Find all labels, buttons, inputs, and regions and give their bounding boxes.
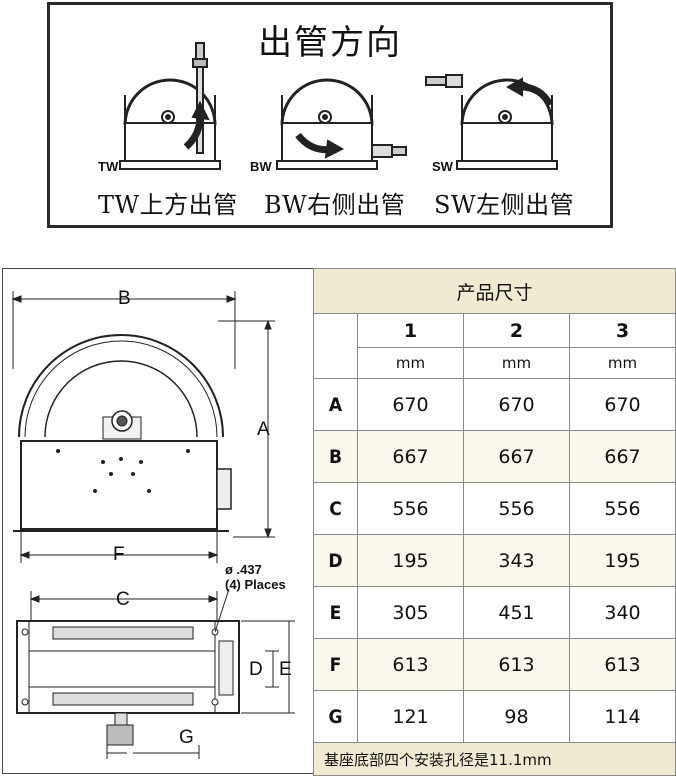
sw-code-label: SW — [432, 159, 453, 174]
table-row: F 613 613 613 — [313, 638, 676, 691]
table-row: A 670 670 670 — [313, 378, 676, 431]
row-label: D — [313, 534, 358, 587]
outlet-direction-title: 出管方向 — [258, 23, 402, 63]
sw-caption: SW左侧出管 — [434, 191, 575, 219]
column-header: 1 — [357, 313, 464, 348]
table-cell: 195 — [357, 534, 464, 587]
table-cell: 195 — [568, 534, 676, 587]
row-label: C — [313, 482, 358, 535]
table-cell: 121 — [357, 690, 464, 743]
sw-reel-icon — [425, 74, 558, 170]
bw-caption: BW右侧出管 — [264, 191, 406, 219]
table-cell: 670 — [463, 378, 570, 431]
table-row: B 667 667 667 — [313, 430, 676, 483]
table-cell: 667 — [568, 430, 676, 483]
table-cell: 670 — [568, 378, 676, 431]
table-cell: 667 — [463, 430, 570, 483]
table-footnote: 基座底部四个安装孔径是11.1mm — [312, 742, 676, 776]
table-cell: 667 — [357, 430, 464, 483]
dimension-label-f: F — [113, 544, 125, 565]
unit-label: mm — [568, 347, 676, 379]
dimension-label-e: E — [279, 659, 292, 680]
bw-reel-icon — [276, 78, 407, 170]
dimension-drawing-panel: B A F C D E G ø .437 (4) Places — [2, 268, 314, 774]
dimension-label-c: C — [116, 589, 130, 610]
outlet-direction-panel: 出管方向 — [47, 2, 613, 228]
outlet-reel-illustrations — [119, 42, 558, 170]
table-cell: 114 — [568, 690, 676, 743]
table-row: E 305 451 340 — [313, 586, 676, 639]
row-label: G — [313, 690, 358, 743]
reel-dimension-drawing — [11, 291, 295, 759]
row-label: F — [313, 638, 358, 691]
table-row: C 556 556 556 — [313, 482, 676, 535]
row-label: A — [313, 378, 358, 431]
table-cell: 613 — [463, 638, 570, 691]
mounting-hole-count: (4) Places — [225, 577, 286, 592]
bw-code-label: BW — [250, 159, 272, 174]
column-header: 3 — [568, 313, 676, 348]
table-title: 产品尺寸 — [312, 268, 676, 314]
table-row: G 121 98 114 — [313, 690, 676, 743]
mounting-hole-diameter: ø .437 — [225, 562, 262, 577]
dimension-label-g: G — [179, 727, 194, 748]
unit-label: mm — [463, 347, 570, 379]
table-cell: 340 — [568, 586, 676, 639]
row-label: B — [313, 430, 358, 483]
dimension-label-d: D — [249, 659, 263, 680]
product-dimension-table: 产品尺寸 1 2 3 mm mm mm A 670 670 670 B 667 … — [312, 268, 676, 776]
dimension-label-a: A — [257, 419, 270, 440]
table-cell: 613 — [357, 638, 464, 691]
table-cell: 670 — [357, 378, 464, 431]
table-cell: 451 — [463, 586, 570, 639]
dimension-label-b: B — [118, 288, 131, 309]
table-cell: 556 — [463, 482, 570, 535]
table-cell: 556 — [568, 482, 676, 535]
tw-code-label: TW — [98, 159, 119, 174]
table-cell: 556 — [357, 482, 464, 535]
table-cell: 343 — [463, 534, 570, 587]
table-row: D 195 343 195 — [313, 534, 676, 587]
mounting-hole-note: ø .437 (4) Places — [225, 562, 286, 592]
table-cell: 305 — [357, 586, 464, 639]
tw-caption: TW上方出管 — [98, 191, 238, 219]
tw-reel-icon — [119, 42, 221, 170]
column-header: 2 — [463, 313, 570, 348]
row-label: E — [313, 586, 358, 639]
table-cell: 98 — [463, 690, 570, 743]
unit-label: mm — [357, 347, 464, 379]
table-corner-cell — [313, 313, 358, 379]
table-cell: 613 — [568, 638, 676, 691]
